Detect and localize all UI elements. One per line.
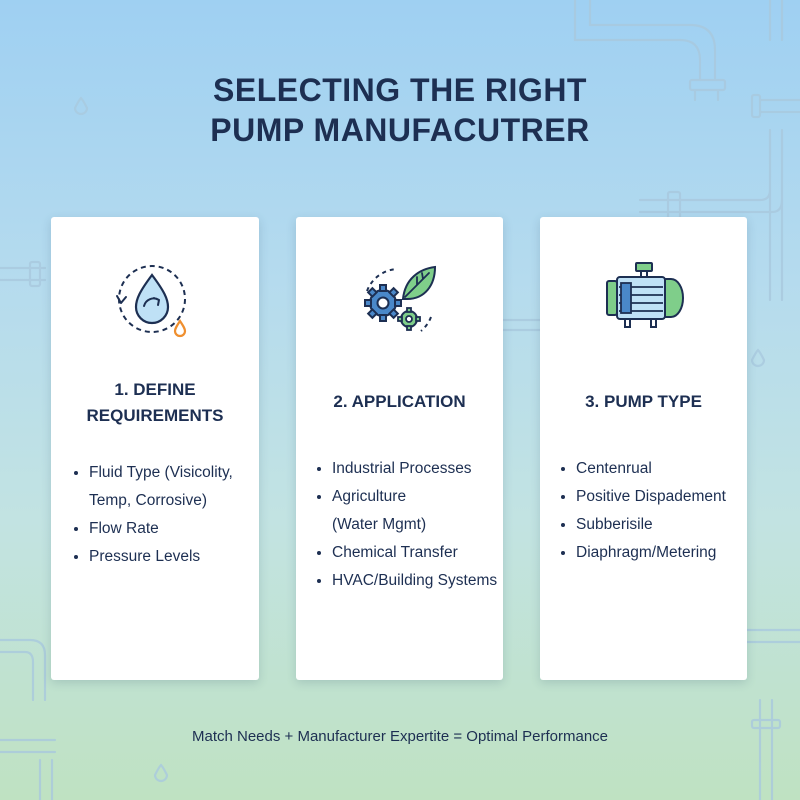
- list-item: Fluid Type (Visicolity, Temp, Corrosive): [73, 459, 233, 515]
- list-item-text: Fluid Type (Visicolity,: [89, 464, 233, 481]
- list-item-text-continued: Temp, Corrosive): [89, 492, 207, 509]
- list-item: Centenrual: [560, 455, 726, 483]
- card-heading: 3. PUMP TYPE: [540, 377, 747, 415]
- card-heading: 2. APPLICATION: [296, 389, 503, 415]
- heading-line-1: 2. APPLICATION: [333, 392, 466, 411]
- pump-type-list: Centenrual Positive Dispadement Subberis…: [560, 455, 726, 567]
- list-item: Industrial Processes: [316, 455, 497, 483]
- list-item-text: Pressure Levels: [89, 548, 201, 565]
- page-title: SELECTING THE RIGHT PUMP MANUFACUTRER: [0, 70, 800, 150]
- pump-motor-icon: [540, 255, 747, 345]
- gears-leaf-icon: [296, 255, 503, 345]
- list-item: Flow Rate: [73, 515, 233, 543]
- list-item: HVAC/Building Systems: [316, 567, 497, 595]
- list-item-text: Centenrual: [576, 460, 652, 477]
- list-item-text-continued: (Water Mgmt): [332, 516, 427, 533]
- list-item-text: Positive Dispadement: [576, 488, 726, 505]
- list-item: Chemical Transfer: [316, 539, 497, 567]
- list-item-text: Subberisile: [576, 516, 653, 533]
- card-application: 2. APPLICATION Industrial Processes Agri…: [296, 217, 503, 680]
- list-item-text: HVAC/Building Systems: [332, 572, 498, 589]
- list-item: Diaphragm/Metering: [560, 539, 726, 567]
- list-item-text: Flow Rate: [89, 520, 159, 537]
- application-list: Industrial Processes Agriculture (Water …: [316, 455, 497, 595]
- heading-line-1: 1. DEFINE: [114, 380, 196, 399]
- list-item-text: Agriculture: [332, 488, 407, 505]
- list-item: Agriculture (Water Mgmt): [316, 483, 497, 539]
- title-line-2: PUMP MANUFACUTRER: [210, 112, 590, 148]
- heading-line-1: 3. PUMP TYPE: [585, 392, 702, 411]
- title-line-1: SELECTING THE RIGHT: [213, 72, 587, 108]
- heading-line-2: REQUIREMENTS: [86, 406, 224, 425]
- list-item: Positive Dispadement: [560, 483, 726, 511]
- card-pump-type: 3. PUMP TYPE Centenrual Positive Dispade…: [540, 217, 747, 680]
- card-define-requirements: 1. DEFINE REQUIREMENTS Fluid Type (Visic…: [51, 217, 259, 680]
- list-item-text: Diaphragm/Metering: [576, 544, 717, 561]
- list-item: Subberisile: [560, 511, 726, 539]
- list-item-text: Chemical Transfer: [332, 544, 458, 561]
- requirements-list: Fluid Type (Visicolity, Temp, Corrosive)…: [73, 459, 233, 571]
- card-heading: 1. DEFINE REQUIREMENTS: [51, 377, 259, 429]
- footer-tagline: Match Needs + Manufacturer Expertite = O…: [191, 728, 608, 745]
- fluid-drop-cycle-icon: [51, 255, 259, 345]
- list-item-text: Industrial Processes: [332, 460, 472, 477]
- list-item: Pressure Levels: [73, 543, 233, 571]
